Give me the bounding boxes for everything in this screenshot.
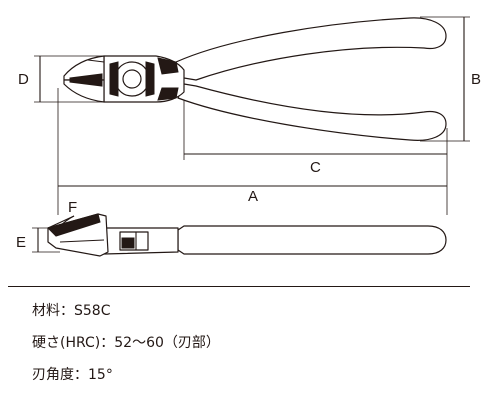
pivot-inner bbox=[122, 69, 142, 89]
upper-collar bbox=[157, 57, 179, 75]
dimension-c: C bbox=[183, 100, 448, 176]
pliers-technical-drawing: D B C A E bbox=[16, 16, 481, 257]
dimension-b: B bbox=[420, 16, 481, 142]
jaw-shading bbox=[69, 73, 103, 87]
dimension-b-label: B bbox=[471, 71, 481, 88]
spec-list: 材料：S58C 硬さ(HRC)：52〜60（刃部） 刃角度：15° bbox=[32, 304, 472, 400]
spec-material: 材料：S58C bbox=[32, 303, 111, 319]
upper-jaw bbox=[63, 55, 105, 81]
dimension-a: A bbox=[57, 88, 448, 215]
dimension-d: D bbox=[18, 55, 104, 103]
dimension-d-label: D bbox=[18, 71, 29, 88]
dimension-a-label: A bbox=[248, 188, 258, 205]
pliers-side-view bbox=[47, 213, 447, 257]
dimension-e: E bbox=[16, 227, 60, 253]
side-joint-dark bbox=[121, 237, 135, 249]
dimension-e-label: E bbox=[16, 234, 26, 251]
dimension-c-label: C bbox=[310, 159, 321, 176]
spec-edge-angle: 刃角度：15° bbox=[32, 367, 113, 383]
lower-handle bbox=[177, 83, 447, 141]
upper-handle bbox=[175, 17, 447, 81]
pivot-shade-left bbox=[109, 61, 119, 97]
pliers-top-view bbox=[63, 17, 447, 141]
pivot-shade-right bbox=[145, 61, 155, 97]
side-jaw-edge bbox=[47, 213, 101, 237]
spec-hardness: 硬さ(HRC)：52〜60（刃部） bbox=[32, 335, 220, 351]
jaw-bevel bbox=[87, 59, 105, 63]
divider-line bbox=[8, 286, 470, 287]
angle-f: F bbox=[47, 199, 77, 229]
side-handle bbox=[177, 225, 447, 255]
lower-collar bbox=[157, 87, 179, 101]
angle-f-label: F bbox=[68, 199, 77, 216]
